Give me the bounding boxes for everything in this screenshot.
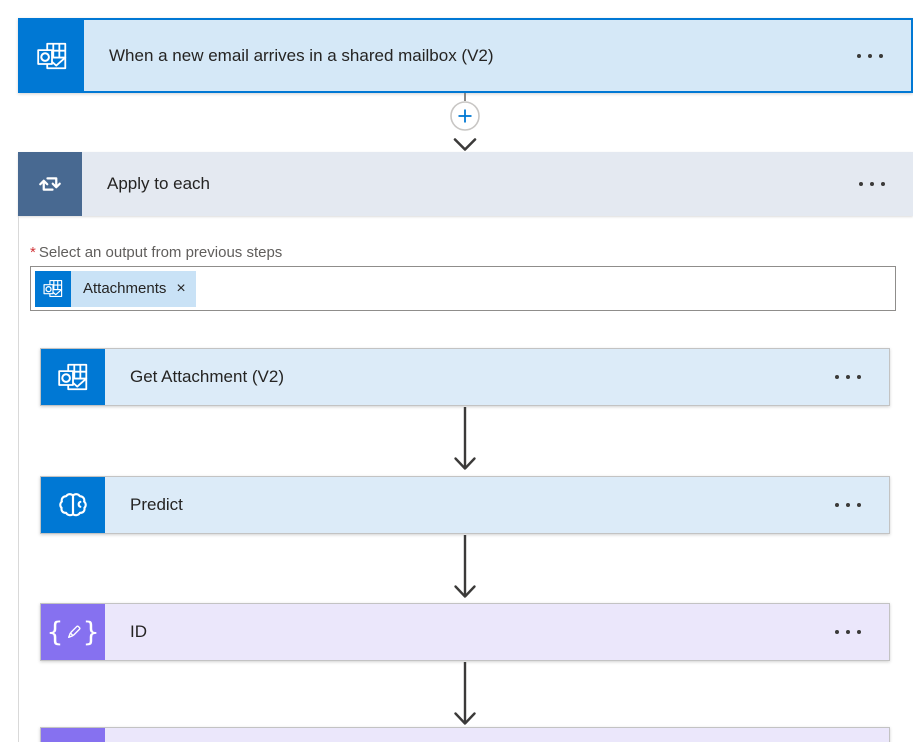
- token-label: Attachments: [83, 280, 167, 297]
- apply-to-each-card[interactable]: Apply to each: [18, 152, 913, 216]
- action-menu-ellipsis-icon[interactable]: [823, 349, 889, 405]
- required-marker: *: [30, 244, 36, 261]
- output-field-input[interactable]: Attachments ×: [30, 266, 896, 311]
- outlook-icon: [41, 349, 105, 405]
- action-title: Predict: [105, 477, 823, 533]
- action-card-partial[interactable]: [40, 727, 890, 742]
- apply-to-each-body: [18, 216, 913, 742]
- outlook-icon: [35, 270, 71, 307]
- action-card-predict[interactable]: Predict: [40, 476, 890, 534]
- attachments-token[interactable]: Attachments ×: [35, 270, 196, 307]
- outlook-icon: [20, 20, 84, 91]
- variable-braces-pencil-icon: { }: [41, 604, 105, 660]
- action-title: Get Attachment (V2): [105, 349, 823, 405]
- loop-icon: [18, 152, 82, 216]
- token-remove-icon[interactable]: ×: [176, 279, 186, 297]
- variable-braces-pencil-icon: [41, 728, 105, 742]
- connector-arrow: [454, 662, 476, 725]
- action-menu-ellipsis-icon[interactable]: [823, 604, 889, 660]
- apply-to-each-title: Apply to each: [107, 174, 211, 193]
- action-card-get-attachment[interactable]: Get Attachment (V2): [40, 348, 890, 406]
- trigger-card[interactable]: When a new email arrives in a shared mai…: [18, 18, 913, 93]
- trigger-menu-ellipsis-icon[interactable]: [845, 20, 911, 91]
- apply-to-each-menu-ellipsis-icon[interactable]: [847, 152, 913, 216]
- connector-arrow: [454, 407, 476, 470]
- insert-step-connector: [448, 93, 482, 151]
- action-title: [105, 728, 889, 742]
- connector-arrow: [454, 535, 476, 598]
- output-field-label: *Select an output from previous steps: [30, 244, 283, 261]
- action-menu-ellipsis-icon[interactable]: [823, 477, 889, 533]
- trigger-title: When a new email arrives in a shared mai…: [109, 45, 494, 65]
- action-card-id[interactable]: { } ID: [40, 603, 890, 661]
- ai-brain-icon: [41, 477, 105, 533]
- action-title: ID: [105, 604, 823, 660]
